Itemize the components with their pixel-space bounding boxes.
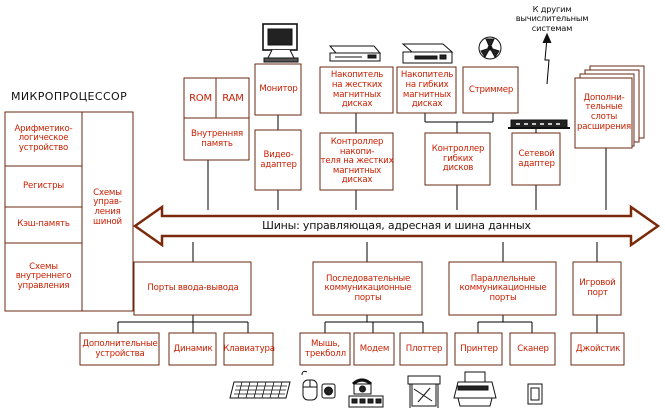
- network-adapter-label: Сетевой адаптер: [518, 148, 555, 169]
- streamer-box: [462, 66, 519, 114]
- modem-label: Модем: [359, 343, 390, 354]
- plotter-icon: [407, 375, 441, 408]
- streamer-label: Стриммер: [468, 84, 514, 95]
- rom-label: ROM: [189, 92, 212, 104]
- network-hub-icon: [508, 119, 570, 129]
- game-port-label: Игровой порт: [579, 278, 616, 298]
- system-bus-arrow: [132, 204, 661, 248]
- fdd-box: [396, 66, 457, 114]
- alu-label: Арифметико- логическое устройство: [14, 123, 73, 153]
- scanner-box: [509, 332, 556, 366]
- fdd-label: Накопитель на гибких магнитных дисках: [400, 70, 454, 110]
- joystick-label: Джойстик: [575, 343, 621, 354]
- fdd-controller-box: [424, 132, 491, 186]
- tape-reel-icon: [478, 36, 502, 60]
- monitor-icon: [262, 23, 299, 63]
- joystick-box: [570, 332, 625, 366]
- printer-icon: [453, 371, 497, 407]
- network-adapter-box: [511, 132, 561, 186]
- mouse-box: [299, 332, 351, 366]
- hdd-controller-box: [319, 132, 394, 191]
- cache-label: Кэш-память: [17, 219, 70, 230]
- bus-control-label: Схемы управ- ления шиной: [93, 187, 122, 227]
- mouse-label: Мышь, трекболл: [305, 338, 346, 359]
- hard-drive-icon: [328, 45, 382, 62]
- extra-devices-box: [79, 332, 160, 366]
- scanner-icon: [527, 383, 543, 405]
- floppy-drive-icon: [401, 43, 454, 64]
- internal-memory-label: Внутренняя память: [191, 128, 243, 149]
- extra-devices-label: Дополнительные устройства: [82, 338, 158, 359]
- cpu-frame: [4, 111, 134, 312]
- internal-control-label: Схемы внутреннего управления: [15, 261, 72, 291]
- scanner-label: Сканер: [517, 343, 549, 354]
- system-bus-label: Шины: управляющая, адресная и шина данны…: [262, 219, 531, 233]
- hdd-label: Накопитель на жестких магнитных дисках: [330, 70, 384, 110]
- hdd-box: [319, 66, 394, 114]
- cpu-title: МИКРОПРОЦЕССОР: [11, 90, 128, 104]
- connector-lines: [117, 37, 607, 333]
- video-adapter-box: [254, 129, 302, 191]
- ram-label: RAM: [222, 92, 244, 104]
- component-boxes: [4, 63, 645, 366]
- io-ports-box: [133, 261, 252, 316]
- printer-label: Принтер: [460, 343, 498, 354]
- extra-slots-box: [574, 77, 633, 149]
- fdd-controller-label: Контроллер гибких дисков: [431, 144, 485, 174]
- other-systems-label: К другим вычислительным системам: [515, 3, 589, 33]
- serial-ports-label: Последовательные коммуникационные порты: [324, 273, 412, 303]
- speaker-label: Динамик: [173, 343, 213, 354]
- speaker-box: [168, 332, 217, 366]
- keyboard-box: [223, 332, 274, 366]
- hdd-controller-label: Контроллер накопи- теля на жестких магни…: [320, 137, 394, 186]
- registers-label: Регистры: [23, 180, 64, 191]
- io-ports-label: Порты ввода-вывода: [147, 283, 239, 294]
- keyboard-icon: [229, 381, 291, 399]
- monitor-label: Монитор: [259, 84, 298, 95]
- video-adapter-label: Видео- адаптер: [260, 149, 297, 170]
- modem-box: [353, 332, 395, 366]
- lightning-icon: [542, 32, 552, 44]
- monitor-box: [254, 63, 302, 116]
- parallel-ports-label: Параллельные коммуникационные порты: [459, 273, 547, 303]
- keyboard-label: Клавиатура: [223, 343, 275, 354]
- parallel-ports-box: [448, 261, 557, 316]
- plotter-label: Плоттер: [405, 343, 443, 354]
- mouse-icon: [301, 370, 336, 401]
- game-port-box: [572, 261, 622, 316]
- printer-box: [454, 332, 503, 366]
- phone-modem-icon: [348, 378, 384, 408]
- extra-slots-label: Дополни- тельные слоты расширения: [576, 92, 631, 132]
- serial-ports-box: [312, 261, 423, 316]
- plotter-box: [399, 332, 448, 366]
